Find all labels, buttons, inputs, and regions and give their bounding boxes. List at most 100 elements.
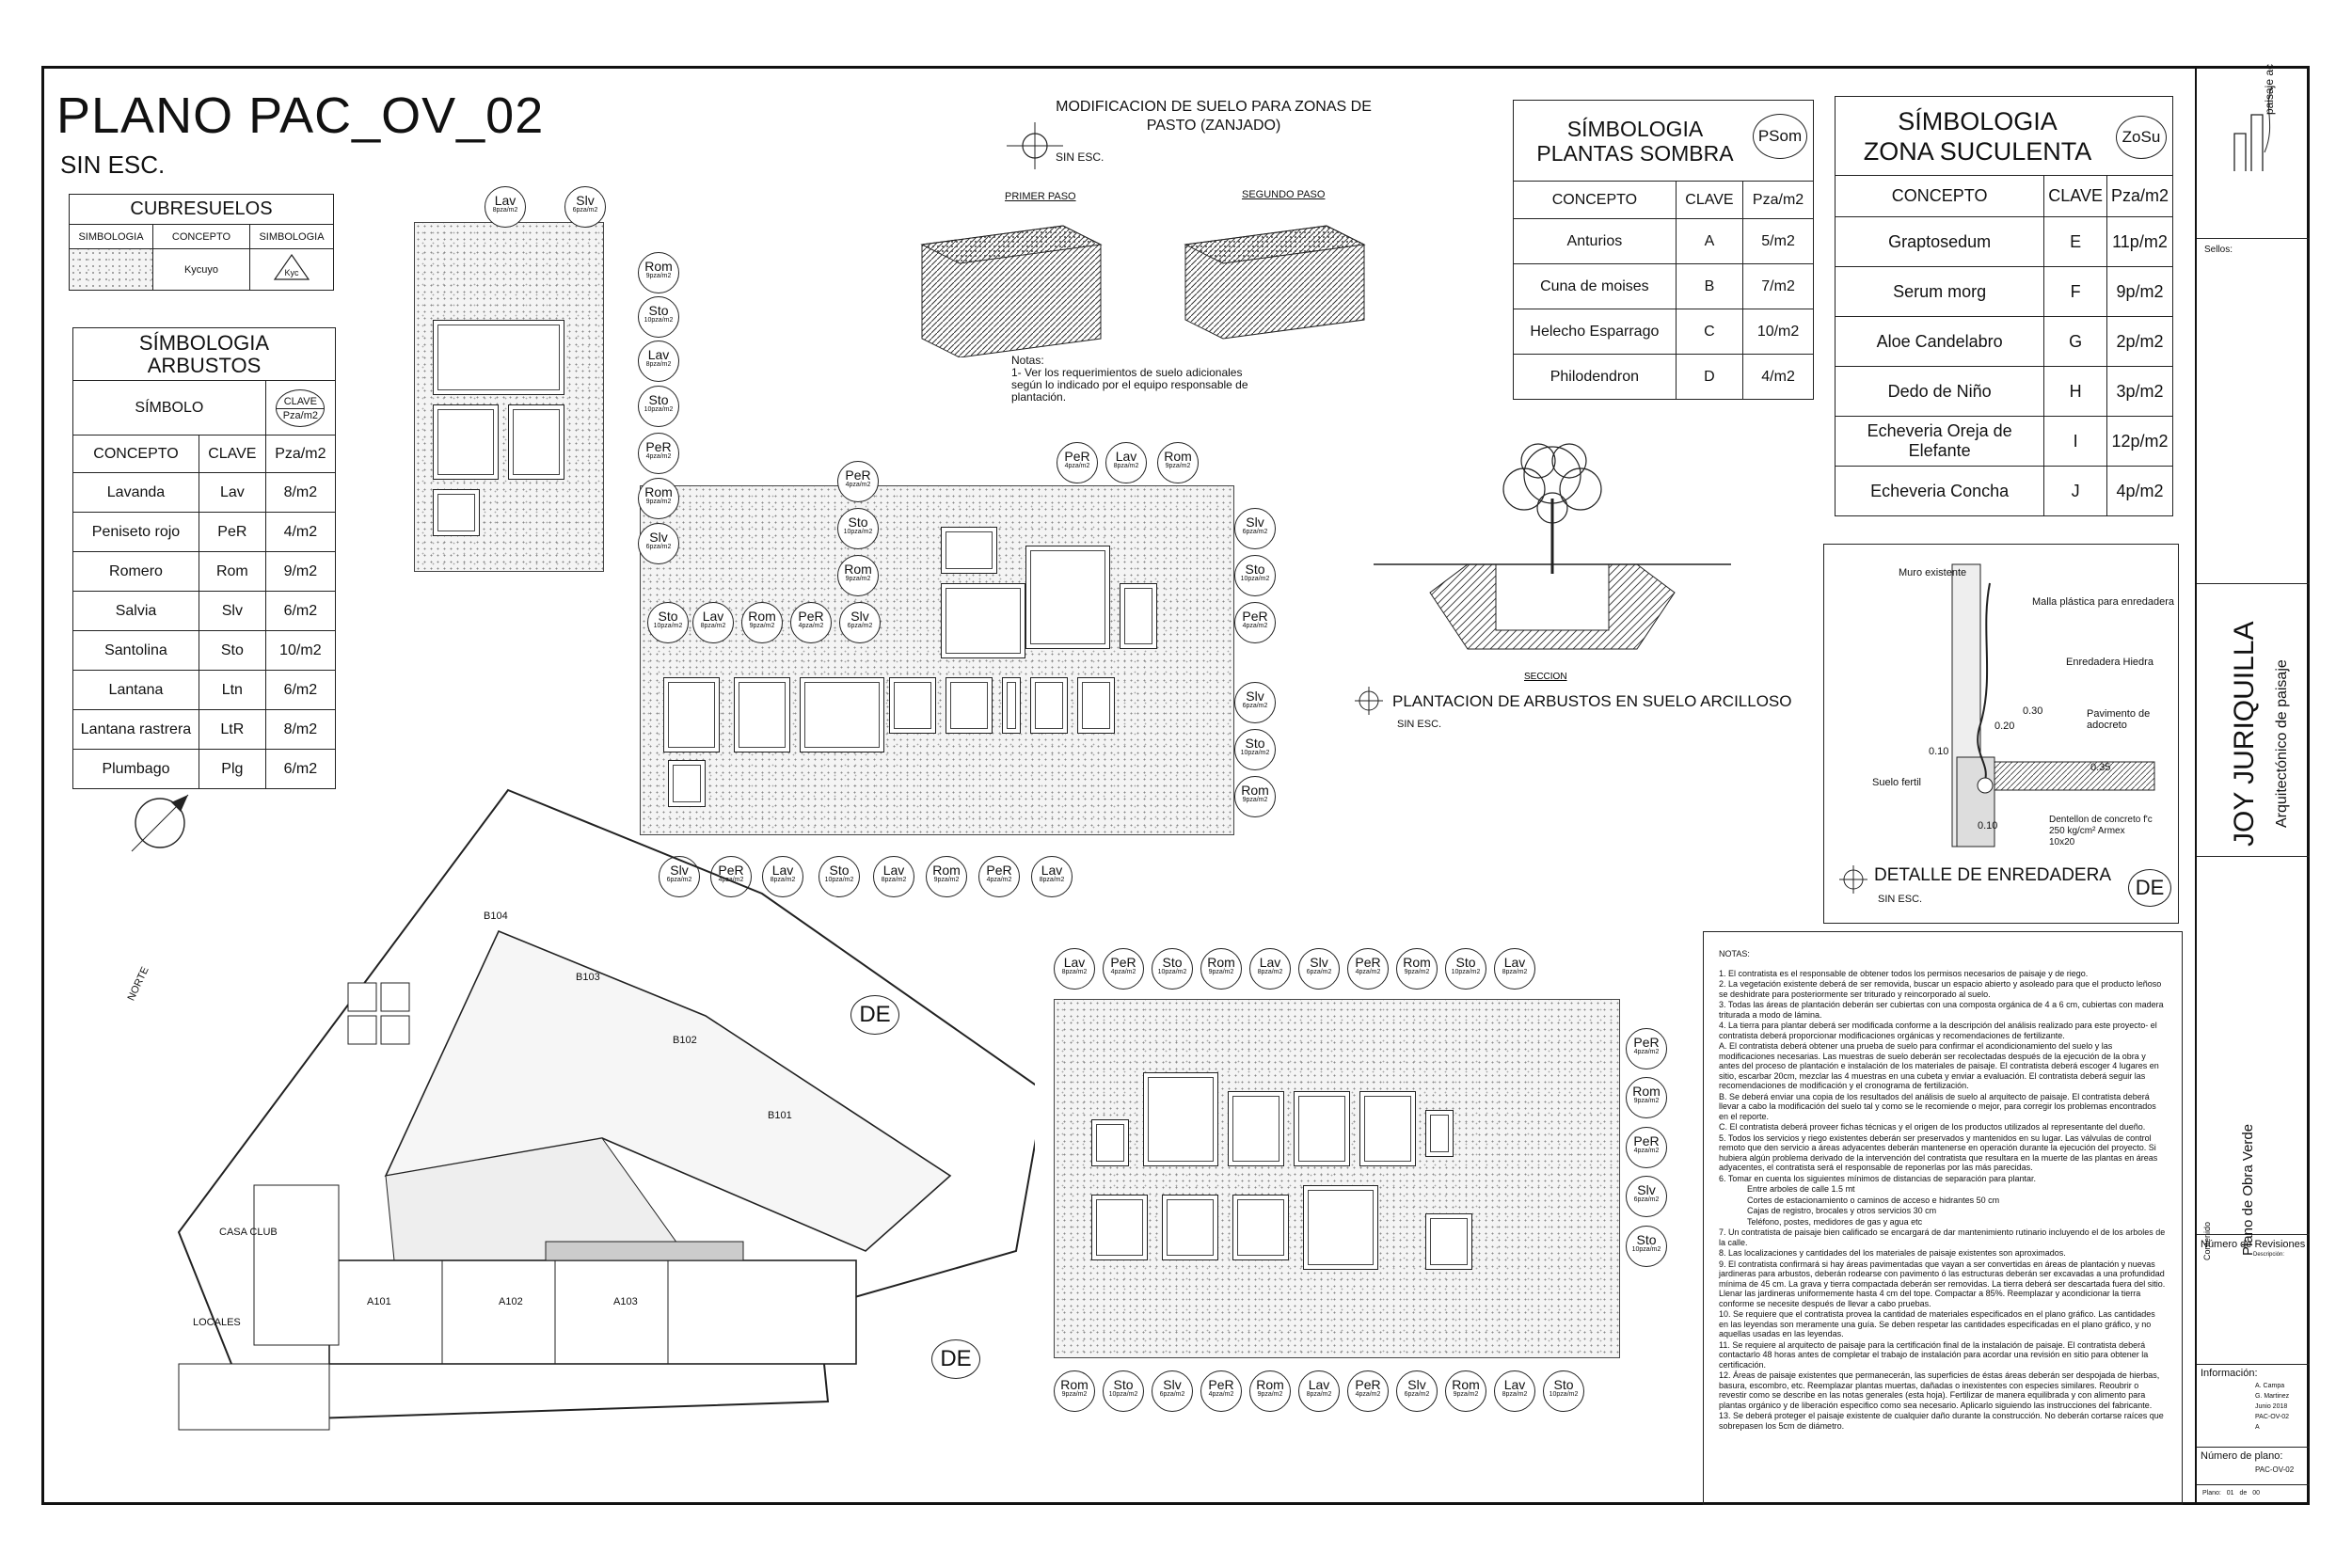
dim-030: 0.30 (2023, 705, 2043, 717)
planter-bed (1359, 1091, 1416, 1166)
notes-title: NOTAS: (1719, 949, 1750, 958)
info-item: Junio 2018 (2255, 1403, 2288, 1410)
plant-tag-density: 10pza/m2 (824, 877, 854, 883)
sombra-cant: 4/m2 (1742, 354, 1814, 400)
plant-tag-code: Sto (1162, 955, 1183, 970)
plan-de-tag: DE (850, 995, 899, 1035)
arbustos-symbol-label: SÍMBOLO (72, 380, 266, 436)
arbustos-header: CLAVE (198, 435, 266, 473)
arbustos-header: CONCEPTO (72, 435, 199, 473)
plano-de: Plano: 01 de 00 (2202, 1490, 2261, 1497)
dim-010-b: 0.10 (1978, 820, 1998, 832)
arbustos-cant: 8/m2 (264, 709, 337, 750)
note-item: 10. Se requiere que el contratista prove… (1719, 1309, 2155, 1338)
plant-tag-code: Rom (644, 484, 673, 499)
kycuyo-key: Kyc (284, 268, 299, 277)
plant-tag-density: 6pza/m2 (1242, 703, 1268, 709)
info-item: PAC-OV-02 (2255, 1414, 2290, 1420)
enredadera-box (1823, 544, 2179, 924)
suculenta-clave: G (2043, 316, 2107, 367)
label-malla: Malla plástica para enredadera (2032, 596, 2175, 608)
plant-tag-code: Sto (658, 609, 678, 624)
key-bottom: Pza/m2 (277, 407, 325, 422)
plant-tag-code: Slv (1163, 1377, 1182, 1392)
enredadera-title: DETALLE DE ENREDADERA (1874, 865, 2111, 885)
note-item: Teléfono, postes, medidores de gas y agu… (1747, 1216, 1923, 1227)
plant-tag-density: 6pza/m2 (1306, 969, 1332, 975)
plant-tag-density: 8pza/m2 (1502, 969, 1528, 975)
plant-tag-code: Sto (1113, 1377, 1134, 1392)
label-dentellon: Dentellon de concreto f'c 250 kg/cm² Arm… (2049, 815, 2153, 847)
key-top: CLAVE (283, 395, 317, 407)
section-marker-icon (1355, 687, 1383, 715)
north-arrow-icon (131, 794, 189, 852)
triangle-symbol-icon: Kyc (273, 253, 310, 280)
plant-tag-code: Sto (1636, 1232, 1657, 1247)
plant-tag-density: 4pza/m2 (1633, 1049, 1660, 1055)
planter-bed (889, 677, 936, 734)
plant-tag-code: Rom (1060, 1377, 1089, 1392)
arbustos-concepto: Lantana rastrera (72, 709, 199, 750)
plant-tag-density: 9pza/m2 (645, 273, 672, 279)
site-plan (177, 788, 1035, 1431)
drawing-frame (41, 66, 2310, 1505)
dim-010: 0.10 (1929, 746, 1949, 757)
plant-tag-code: Rom (1241, 783, 1269, 798)
contenido-value: Plano de Obra Verde (2240, 1123, 2256, 1256)
plant-tag-density: 9pza/m2 (749, 623, 775, 629)
arbustos-clave: Sto (198, 630, 266, 671)
plant-tag-code: PeR (1355, 1377, 1381, 1392)
arbustos-cant: 8/m2 (264, 472, 337, 513)
plant-tag-density: 9pza/m2 (933, 877, 960, 883)
plant-tag-code: PeR (845, 467, 871, 483)
planter-bed (663, 677, 720, 752)
suculenta-header: Pza/m2 (2106, 175, 2174, 217)
plant-tag-code: Rom (932, 863, 961, 878)
sombra-table: SÍMBOLOGIA PLANTAS SOMBRA PSom CONCEPTO … (1513, 100, 1814, 400)
cubresuelos-title: CUBRESUELOS (69, 194, 334, 225)
note-item: 7. Un contratista de paisaje bien califi… (1719, 1227, 2166, 1247)
sombra-header: CONCEPTO (1513, 181, 1677, 219)
note-item: Cajas de registro, brocales y otros serv… (1747, 1206, 1937, 1215)
plant-tag-density: 10pza/m2 (1451, 969, 1481, 975)
label-hiedra: Enredadera Hiedra (2066, 657, 2153, 668)
planter-bed (941, 583, 1025, 658)
arbustos-cant: 6/m2 (264, 591, 337, 631)
plant-tag-code: Slv (850, 609, 869, 624)
descripcion-label: Descripción: (2253, 1252, 2285, 1258)
plant-tag-density: 8pza/m2 (700, 623, 726, 629)
dim-020: 0.20 (1994, 721, 2015, 732)
plant-tag-code: PeR (1633, 1035, 1660, 1050)
plant-tag-code: Rom (1164, 449, 1192, 464)
cubresuelos-table: CUBRESUELOS SIMBOLOGIA CONCEPTO SIMBOLOG… (69, 194, 334, 291)
plant-tag-code: Slv (1246, 515, 1264, 530)
plant-tag-code: PeR (1242, 609, 1268, 624)
room-b102: B102 (673, 1035, 697, 1046)
